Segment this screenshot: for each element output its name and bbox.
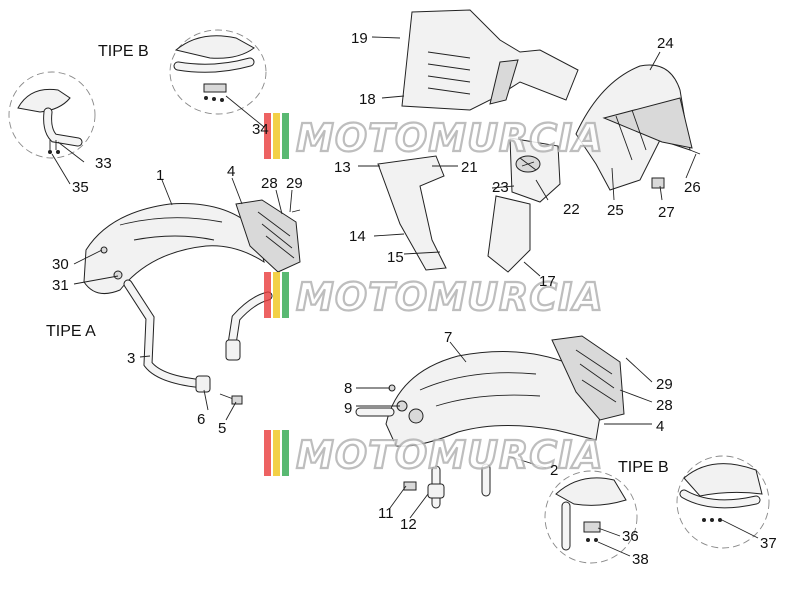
callout-30: 30 [52,256,69,273]
callout-26: 26 [684,179,701,196]
watermark-text: MOTOMURCIA [296,433,604,477]
callout-31: 31 [52,277,69,294]
callout-12: 12 [400,516,417,533]
watermark-stripe [273,272,280,318]
callout-33: 33 [95,155,112,172]
detail-circles-36-38 [544,455,770,564]
watermark-stripe [273,113,280,159]
callout-18: 18 [359,91,376,108]
callout-14: 14 [349,228,366,245]
callout-35: 35 [72,179,89,196]
watermark-stripe [264,272,271,318]
variant-label-tipe-a: TIPE A [46,323,96,340]
callout-4a: 4 [227,163,235,180]
variant-label-tipe-b-bottom: TIPE B [618,459,669,476]
watermark-2: MOTOMURCIA [264,272,604,320]
leader-lines [51,36,759,557]
callout-5: 5 [218,420,226,437]
callout-34: 34 [252,121,269,138]
callout-24: 24 [657,35,674,52]
callout-11: 11 [378,505,394,522]
callout-36: 36 [622,528,639,545]
callout-1: 1 [156,167,164,184]
watermark-1: MOTOMURCIA [264,113,604,161]
callout-7: 7 [444,329,452,346]
callout-37: 37 [760,535,777,552]
callout-17: 17 [539,273,556,290]
callout-29a: 29 [286,175,303,192]
callout-19: 19 [351,30,368,47]
callout-27: 27 [658,204,675,221]
watermark-text: MOTOMURCIA [296,275,604,319]
watermark-stripe [282,272,289,318]
detail-circle-33-35 [8,71,96,159]
watermark-stripe [273,430,280,476]
callout-29b: 29 [656,376,673,393]
callout-28b: 28 [656,397,673,414]
watermark-stripe [264,113,271,159]
handlebar-cover-assembly-a [83,199,301,405]
handlebar-cover-assembly-b [355,335,625,509]
callout-15: 15 [387,249,404,266]
detail-circle-34 [169,29,267,115]
callout-21: 21 [461,159,478,176]
headlamp-cover-assembly [575,64,701,191]
callout-25: 25 [607,202,624,219]
watermark-text: MOTOMURCIA [296,116,604,160]
variant-label-tipe-b-top: TIPE B [98,43,149,60]
callout-4b: 4 [656,418,664,435]
inner-panel-assembly [377,9,579,273]
callout-28a: 28 [261,175,278,192]
callout-2: 2 [550,462,558,479]
watermark-3: MOTOMURCIA [264,430,604,478]
callout-38: 38 [632,551,649,568]
watermark-stripe [282,430,289,476]
callout-13: 13 [334,159,351,176]
watermark-stripe [282,113,289,159]
callout-23: 23 [492,179,509,196]
callout-22: 22 [563,201,580,218]
callout-8: 8 [344,380,352,397]
watermark-stripe [264,430,271,476]
callout-9: 9 [344,400,352,417]
callout-6: 6 [197,411,205,428]
callout-3: 3 [127,350,135,367]
